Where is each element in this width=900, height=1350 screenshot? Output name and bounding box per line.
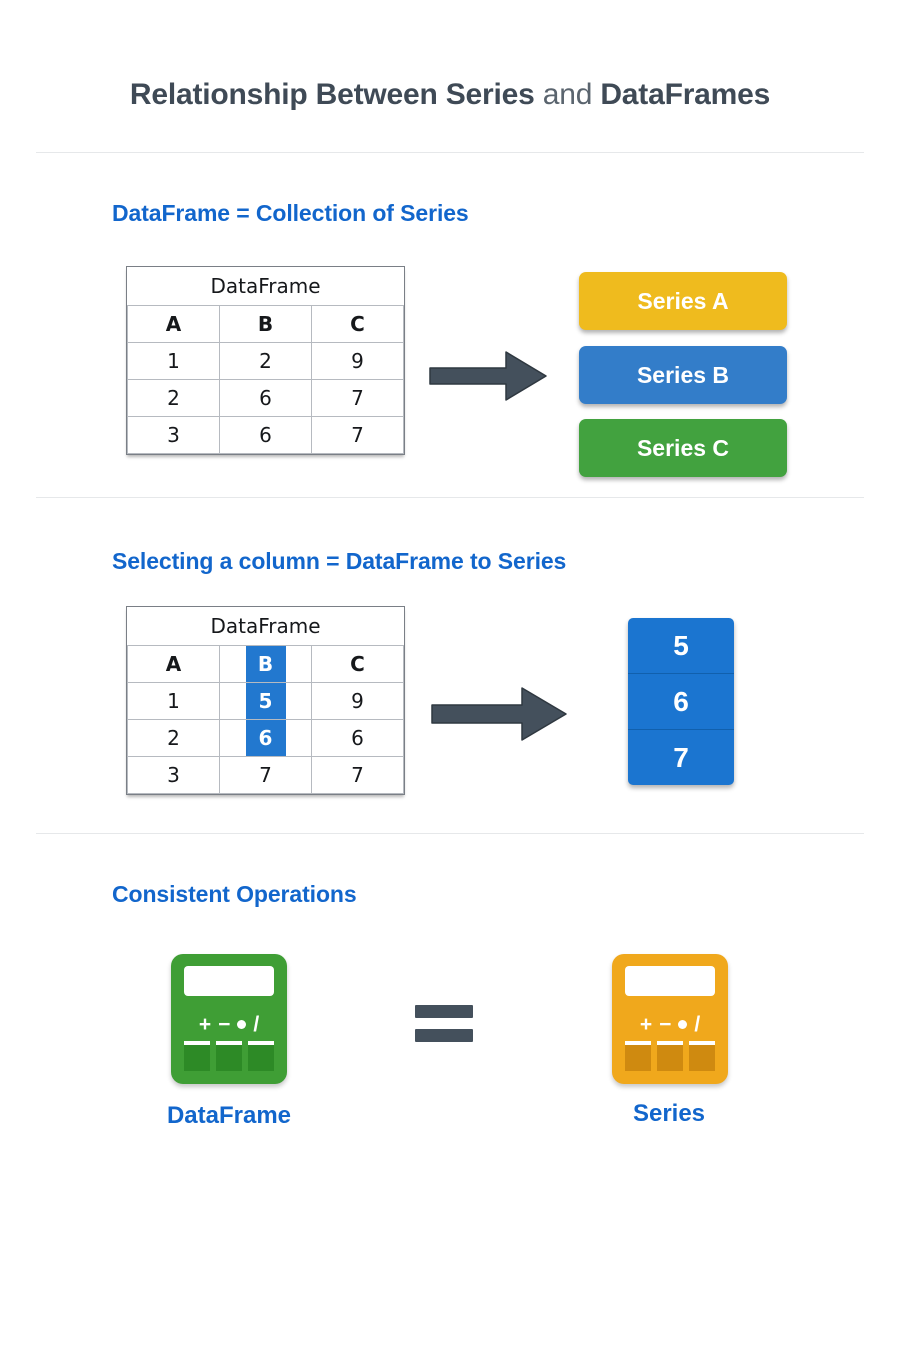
table-cell-value: 1 xyxy=(167,689,180,713)
column-header-label: B xyxy=(257,652,274,676)
calculator-icon-dataframe: + − / xyxy=(171,954,287,1084)
calculator-key xyxy=(625,1041,651,1071)
calculator-label-series: Series xyxy=(632,1100,706,1127)
table-cell: 3 xyxy=(127,756,220,794)
table-cell-highlighted: 5 xyxy=(219,682,312,720)
calculator-keys xyxy=(184,1041,274,1071)
calculator-key xyxy=(248,1041,274,1071)
calculator-key xyxy=(689,1041,715,1071)
series-cell: 5 xyxy=(628,618,734,674)
table-cell: 6 xyxy=(311,719,404,757)
table-cell: 1 xyxy=(127,682,220,720)
table-cell: 1 xyxy=(127,342,220,380)
series-pill-label: Series A xyxy=(637,287,729,314)
table-row: 1 5 9 xyxy=(127,682,404,720)
series-pill-b: Series B xyxy=(579,346,787,404)
table-cell: 7 xyxy=(311,416,404,454)
series-pill-c: Series C xyxy=(579,419,787,477)
table-cell: 2 xyxy=(127,719,220,757)
dataframe-table-2: DataFrame A B C 1 5 9 2 xyxy=(126,606,405,795)
plus-icon: + xyxy=(198,1012,212,1036)
section-heading-consistent-operations: Consistent Operations xyxy=(112,881,357,907)
page-title-strong-1: Relationship Between Series xyxy=(129,78,535,111)
table-cell-value: 7 xyxy=(259,763,272,787)
series-cell: 6 xyxy=(628,674,734,730)
calculator-operators: + − / xyxy=(171,1010,287,1038)
table-cell-value: 6 xyxy=(351,726,364,750)
multiply-dot-icon xyxy=(678,1019,688,1029)
divide-icon: / xyxy=(694,1012,701,1036)
multiply-dot-icon xyxy=(237,1019,247,1029)
dataframe-table-1: DataFrame A B C 1 2 9 2 6 7 3 6 7 xyxy=(126,266,405,455)
section-divider-3 xyxy=(36,833,864,834)
table-row: 3 7 7 xyxy=(127,756,404,794)
table-cell-value: 5 xyxy=(258,689,273,713)
column-header-b-highlighted: B xyxy=(219,645,312,683)
series-pill-label: Series C xyxy=(636,434,730,461)
calculator-label-dataframe: DataFrame xyxy=(166,1102,292,1129)
table-cell: 3 xyxy=(127,416,220,454)
table-row: 2 6 7 xyxy=(127,379,404,417)
minus-icon: − xyxy=(659,1012,672,1036)
table-row: 3 6 7 xyxy=(127,416,404,454)
table-header-row: A B C xyxy=(127,305,404,343)
column-header-label: C xyxy=(350,652,365,676)
plus-icon: + xyxy=(639,1012,653,1036)
table-cell-value: 6 xyxy=(258,726,273,750)
calculator-key xyxy=(216,1041,242,1071)
column-header-label: A xyxy=(165,652,182,676)
equals-bar-bottom xyxy=(415,1029,473,1042)
calculator-screen xyxy=(184,966,274,996)
equals-bar-top xyxy=(415,1005,473,1018)
table-cell: 2 xyxy=(219,342,312,380)
table-row: 1 2 9 xyxy=(127,342,404,380)
page-title-conjunction: and xyxy=(534,78,601,111)
table-cell-value: 3 xyxy=(167,763,180,787)
right-arrow-icon xyxy=(430,684,570,749)
calculator-icon-series: + − / xyxy=(612,954,728,1084)
table-cell: 6 xyxy=(219,416,312,454)
section-divider-2 xyxy=(36,497,864,498)
column-header-b: B xyxy=(219,305,312,343)
column-header-c: C xyxy=(311,305,404,343)
table-cell: 7 xyxy=(219,756,312,794)
table-cell-value: 9 xyxy=(351,689,364,713)
calculator-operators: + − / xyxy=(612,1010,728,1038)
table-header-row: A B C xyxy=(127,645,404,683)
right-arrow-icon xyxy=(428,347,550,410)
table-cell: 2 xyxy=(127,379,220,417)
table-row: 2 6 6 xyxy=(127,719,404,757)
minus-icon: − xyxy=(218,1012,231,1036)
divide-icon: / xyxy=(253,1012,260,1036)
table-cell-highlighted: 6 xyxy=(219,719,312,757)
series-pill-a: Series A xyxy=(579,272,787,330)
table-cell-value: 7 xyxy=(351,763,364,787)
column-header-c: C xyxy=(311,645,404,683)
calculator-screen xyxy=(625,966,715,996)
table-cell: 7 xyxy=(311,756,404,794)
section-heading-selecting-a-column: Selecting a column = DataFrame to Series xyxy=(112,548,567,574)
series-column-result: 5 6 7 xyxy=(628,618,734,785)
calculator-keys xyxy=(625,1041,715,1071)
table-cell-value: 2 xyxy=(167,726,180,750)
calculator-key xyxy=(184,1041,210,1071)
table-cell: 7 xyxy=(311,379,404,417)
table-caption: DataFrame xyxy=(127,267,404,306)
table-caption: DataFrame xyxy=(127,607,404,646)
column-header-a: A xyxy=(127,645,220,683)
equals-sign-icon xyxy=(415,1005,473,1042)
page-title-strong-2: DataFrames xyxy=(600,78,771,111)
table-cell: 6 xyxy=(219,379,312,417)
column-header-a: A xyxy=(127,305,220,343)
page-title: Relationship Between Series and DataFram… xyxy=(0,78,900,112)
table-cell: 9 xyxy=(311,682,404,720)
calculator-key xyxy=(657,1041,683,1071)
table-cell: 9 xyxy=(311,342,404,380)
section-divider-1 xyxy=(36,152,864,153)
series-cell: 7 xyxy=(673,741,689,773)
series-pill-label: Series B xyxy=(636,361,730,388)
section-heading-collection-of-series: DataFrame = Collection of Series xyxy=(112,200,469,226)
